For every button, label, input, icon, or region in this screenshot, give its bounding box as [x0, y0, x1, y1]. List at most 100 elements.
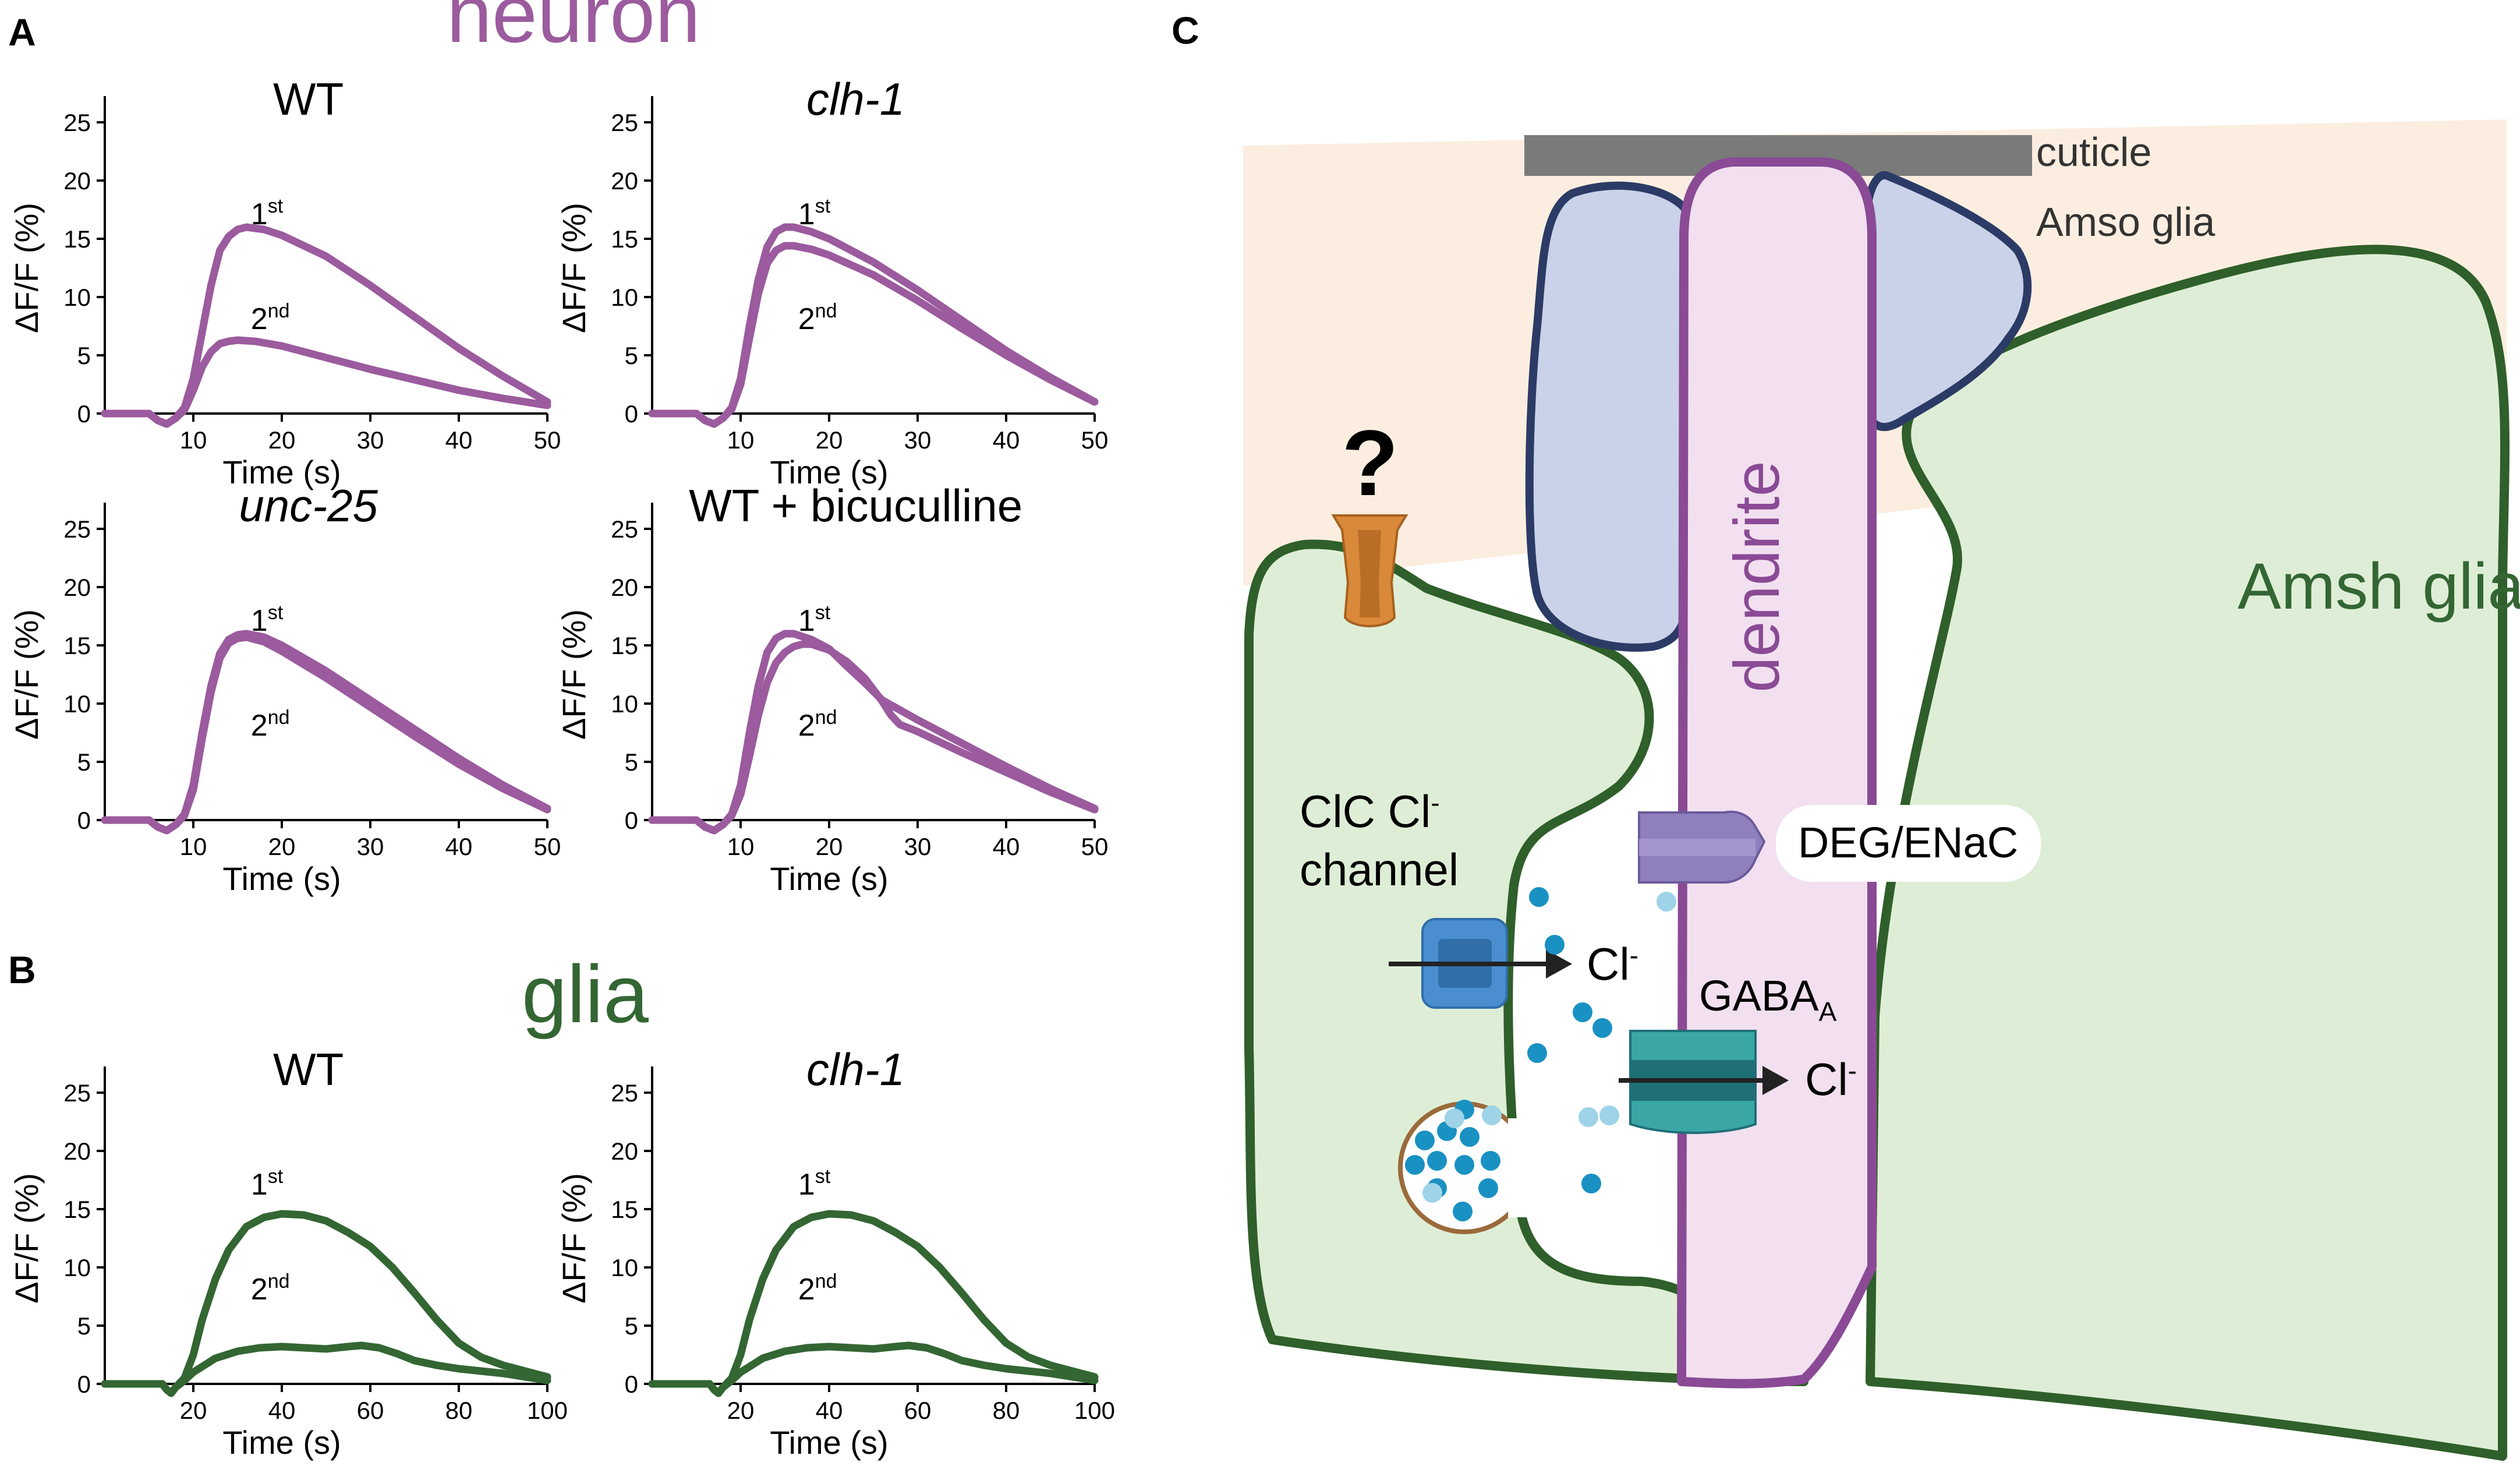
y-tick-label: 5	[625, 342, 638, 369]
y-axis-label: ΔF/F (%)	[8, 203, 45, 333]
y-tick-label: 15	[63, 632, 91, 659]
y-tick-label: 20	[63, 167, 91, 195]
x-tick-label: 30	[357, 426, 384, 454]
series-label-1: 1st	[251, 1165, 284, 1202]
x-tick-label: 50	[534, 426, 561, 454]
x-tick-label: 40	[993, 833, 1020, 860]
x-tick-label: 10	[180, 426, 207, 454]
y-tick-label: 25	[63, 109, 91, 136]
x-tick-label: 50	[1081, 426, 1109, 454]
y-tick-label: 20	[63, 1138, 91, 1165]
unknown-channel-icon	[1331, 514, 1408, 627]
panel-letter-c: C	[1171, 9, 1199, 52]
chart-title: WT	[273, 73, 344, 125]
x-tick-label: 100	[1074, 1397, 1115, 1424]
series-line-1	[648, 1210, 1099, 1397]
x-axis-label: Time (s)	[770, 1424, 888, 1461]
clc-channel-label: ClC Cl-	[1300, 786, 1440, 837]
gaba-molecule	[1415, 1131, 1435, 1150]
y-tick-label: 10	[611, 1254, 638, 1281]
y-tick-label: 5	[77, 342, 91, 369]
x-tick-label: 60	[357, 1397, 384, 1424]
y-tick-label: 10	[63, 1254, 91, 1281]
y-tick-label: 25	[611, 515, 638, 543]
gaba-label: GABAA	[1699, 972, 1837, 1027]
gaba-molecule	[1527, 1043, 1547, 1063]
y-tick-label: 25	[63, 515, 91, 543]
series-label-1: 1st	[798, 602, 831, 638]
y-tick-label: 5	[77, 1312, 91, 1340]
gaba-molecules-group	[1405, 887, 1676, 1221]
series-label-1: 1st	[251, 602, 284, 638]
y-tick-label: 0	[77, 1370, 91, 1398]
x-tick-label: 50	[1081, 833, 1109, 860]
y-axis-label: ΔF/F (%)	[8, 1173, 45, 1304]
y-tick-label: 15	[611, 632, 638, 659]
gaba-molecule	[1529, 887, 1549, 907]
y-tick-label: 10	[611, 284, 638, 311]
y-tick-label: 0	[625, 807, 638, 834]
y-tick-label: 0	[77, 807, 91, 834]
series-label-2: 2nd	[798, 300, 837, 336]
x-tick-label: 10	[727, 833, 755, 860]
clc-channel-icon	[1389, 918, 1572, 1009]
clc-channel-label-2: channel	[1300, 844, 1459, 895]
y-tick-label: 0	[625, 1370, 638, 1398]
series-line-2	[648, 242, 1099, 428]
series-label-2: 2nd	[251, 707, 290, 743]
gaba-a-receptor-icon	[1619, 1030, 1789, 1134]
gaba-molecule-light	[1445, 1108, 1464, 1128]
y-tick-label: 15	[611, 1196, 638, 1223]
panel-letter-a: A	[8, 10, 36, 54]
chart-title: clh-1	[806, 1044, 905, 1095]
amso-glia-left	[1525, 181, 1698, 652]
x-tick-label: 80	[993, 1397, 1020, 1424]
x-tick-label: 40	[445, 426, 473, 454]
x-tick-label: 40	[993, 426, 1020, 454]
gaba-molecule-light	[1599, 1105, 1619, 1125]
x-axis-label: Time (s)	[222, 860, 341, 897]
y-tick-label: 10	[63, 690, 91, 718]
series-line-2	[101, 633, 551, 835]
unknown-channel-label: ?	[1342, 411, 1399, 515]
deg-enac-label-bg	[1776, 805, 2041, 882]
series-line-1	[648, 223, 1099, 428]
y-axis-label: ΔF/F (%)	[555, 609, 592, 740]
deg-enac-label: DEG/ENaC	[1798, 818, 2018, 867]
series-label-2: 2nd	[251, 1270, 290, 1306]
x-tick-label: 30	[904, 833, 932, 860]
amsh-glia-right	[1866, 245, 2510, 1461]
x-tick-label: 20	[727, 1397, 755, 1424]
chart-title: WT + bicuculline	[689, 480, 1022, 531]
gaba-molecule-light	[1422, 1183, 1442, 1203]
x-tick-label: 20	[816, 833, 843, 860]
x-tick-label: 20	[268, 426, 296, 454]
y-tick-label: 10	[611, 690, 638, 718]
x-axis-label: Time (s)	[770, 454, 888, 490]
x-tick-label: 20	[180, 1397, 207, 1424]
dendrite	[1677, 157, 1877, 1389]
gaba-molecule	[1460, 1127, 1480, 1147]
gaba-molecule	[1478, 1178, 1498, 1198]
gaba-molecule	[1454, 1155, 1474, 1175]
gaba-molecule	[1592, 1018, 1612, 1038]
y-axis-label: ΔF/F (%)	[555, 203, 592, 333]
y-tick-label: 5	[77, 748, 91, 776]
series-label-1: 1st	[798, 195, 831, 231]
gaba-molecule	[1405, 1155, 1425, 1175]
cuticle-label: cuticle	[2036, 129, 2151, 175]
amsh-glia-label: Amsh glia	[2238, 550, 2520, 623]
neuron-glia-diagram: dendrite cuticle Amso glia Amsh glia ? C…	[1243, 119, 2520, 1461]
series-line-2	[648, 1341, 1099, 1397]
x-tick-label: 40	[445, 833, 473, 860]
x-tick-label: 80	[445, 1397, 473, 1424]
x-tick-label: 60	[904, 1397, 932, 1424]
x-tick-label: 20	[816, 426, 843, 454]
series-label-2: 2nd	[798, 707, 837, 743]
x-tick-label: 40	[816, 1397, 843, 1424]
